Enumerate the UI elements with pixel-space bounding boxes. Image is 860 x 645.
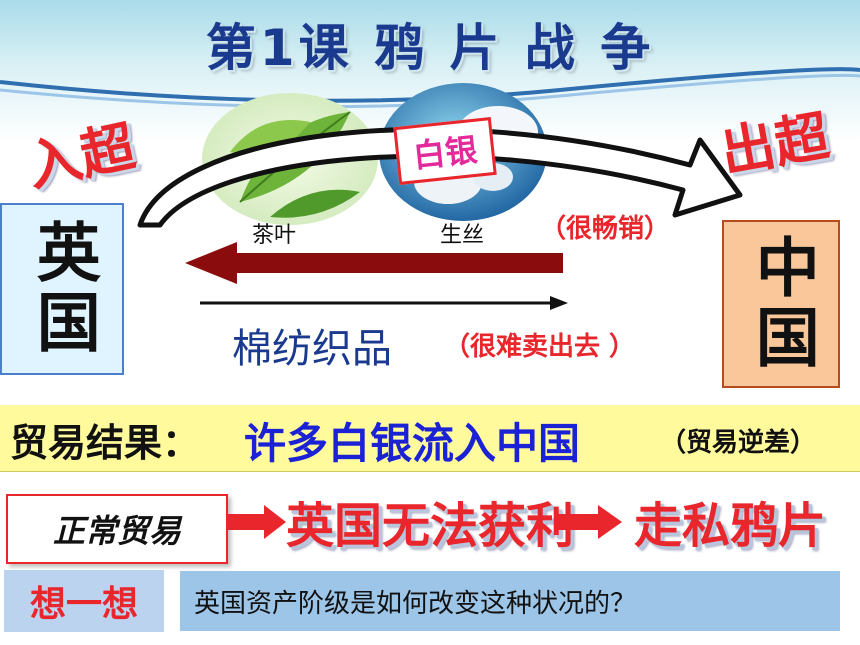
flow-arrow-icon-1 xyxy=(228,505,286,539)
in-excess-label: 入超 xyxy=(21,114,141,199)
opium-smuggling-text: 走私鸦片 xyxy=(634,498,827,554)
trade-result-label: 贸易结果： xyxy=(10,421,201,465)
silver-label: 白银 xyxy=(393,117,497,185)
think-label: 想一想 xyxy=(29,584,138,625)
cotton-label: 棉纺织品 xyxy=(232,326,392,372)
sells-well-note: （很畅销） xyxy=(540,214,671,244)
export-arrow-left xyxy=(185,242,563,284)
hard-to-sell-note: （很难卖出去 ） xyxy=(444,332,636,362)
tea-label: 茶叶 xyxy=(252,223,297,248)
trade-result-text: 许多白银流入中国 xyxy=(244,419,581,468)
page-title: 第1课 鸦 片 战 争 xyxy=(205,19,655,77)
import-arrow-right xyxy=(200,296,568,310)
silk-label: 生丝 xyxy=(440,223,485,248)
out-excess-label: 出超 xyxy=(716,104,834,185)
normal-trade-box: 正常贸易 xyxy=(6,494,228,564)
think-label-box: 想一想 xyxy=(4,570,164,632)
trade-deficit-note: （贸易逆差） xyxy=(660,428,817,458)
britain-box: 英国 xyxy=(0,203,124,375)
china-label: 中国 xyxy=(744,234,819,374)
trade-result-bar xyxy=(0,405,860,472)
question-text: 英国资产阶级是如何改变这种状况的？ xyxy=(194,588,637,619)
silver-flow-curved-arrow xyxy=(137,126,743,228)
china-box: 中国 xyxy=(722,220,840,388)
normal-trade-label: 正常贸易 xyxy=(52,512,181,550)
britain-label: 英国 xyxy=(25,219,100,359)
britain-no-profit-text: 英国无法获利 xyxy=(286,498,575,554)
question-box: 英国资产阶级是如何改变这种状况的？ xyxy=(180,571,840,631)
flow-arrow-icon-2 xyxy=(556,505,622,539)
